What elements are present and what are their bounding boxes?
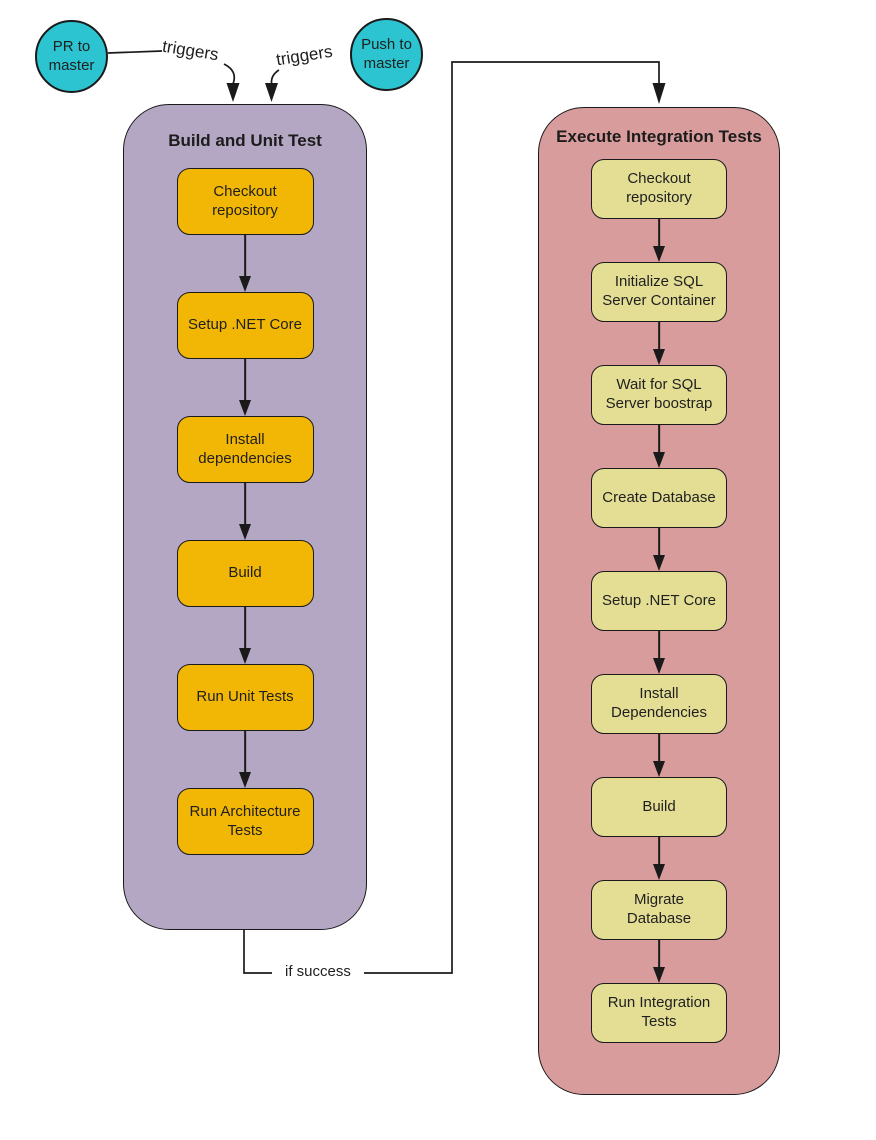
node-label: PR to master [48,38,95,74]
node-label: Push to master [361,36,412,72]
step-box: Setup .NET Core [591,571,727,631]
step-box: Create Database [591,468,727,528]
step-box: Run Unit Tests [176,664,314,731]
pipeline-title: Execute Integration Tests [556,127,762,146]
step-box: Checkout repository [591,159,727,219]
step-arrow-icon [651,631,667,674]
step-arrow-icon [651,425,667,468]
step-arrow-icon [651,219,667,262]
step-box: Install Dependencies [591,674,727,734]
step-arrow-icon [237,235,253,292]
if-success-connector [243,61,660,974]
trigger-arrow-right [270,69,280,84]
trigger-arrowhead-left [226,83,240,102]
step-arrow-icon [651,528,667,571]
step-box: Initialize SQL Server Container [591,262,727,322]
pr-to-master-node: PR to master [35,20,108,93]
step-arrow-icon [237,607,253,664]
if-success-arrowhead [652,83,666,104]
step-box: Build [591,777,727,837]
step-box: Wait for SQL Server boostrap [591,365,727,425]
pipeline-execute-integration-tests: Execute Integration Tests Checkout repos… [538,107,780,1095]
step-box: Run Integration Tests [591,983,727,1043]
trigger-arrowhead-right [265,83,278,102]
step-arrow-icon [651,734,667,777]
pipeline-title: Build and Unit Test [168,131,322,150]
step-box: Migrate Database [591,880,727,940]
step-arrow-icon [237,731,253,788]
if-success-label: if success [272,963,364,980]
step-box: Setup .NET Core [176,292,314,359]
step-box: Checkout repository [176,168,314,235]
step-arrow-icon [237,359,253,416]
trigger-arrow-left [223,63,236,85]
step-arrow-icon [651,940,667,983]
step-box: Install dependencies [176,416,314,483]
step-arrow-icon [237,483,253,540]
pr-trigger-line [107,50,163,54]
step-box: Build [176,540,314,607]
step-box: Run Architecture Tests [176,788,314,855]
step-arrow-icon [651,322,667,365]
push-to-master-node: Push to master [350,18,423,91]
step-arrow-icon [651,837,667,880]
